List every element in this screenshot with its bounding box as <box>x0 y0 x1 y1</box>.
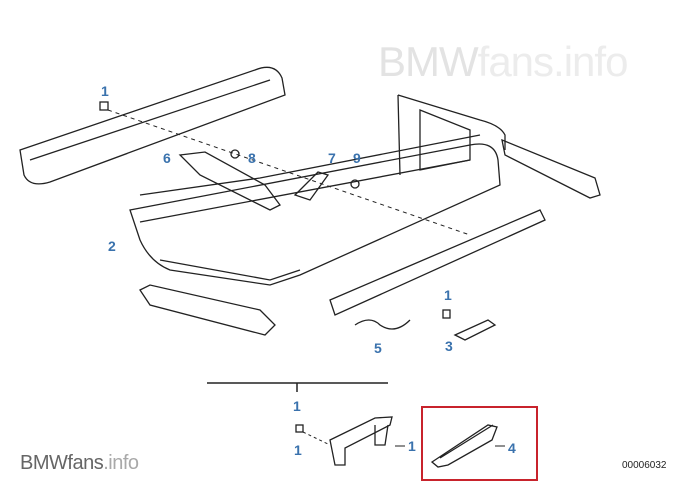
callout-5[interactable]: 5 <box>374 340 382 356</box>
part-clip-1[interactable] <box>99 101 109 111</box>
part-bracket-6[interactable] <box>178 151 281 211</box>
callout-8[interactable]: 8 <box>248 150 256 166</box>
part-bumper-carrier[interactable] <box>397 94 506 176</box>
callout-7[interactable]: 7 <box>328 150 336 166</box>
clip-dashed-line <box>302 431 331 446</box>
part-side-trim-right[interactable] <box>501 138 601 199</box>
part-trim-4[interactable] <box>430 424 498 468</box>
part-bumper-trim[interactable] <box>19 66 286 185</box>
part-clip-1b[interactable] <box>442 309 451 319</box>
callout-3[interactable]: 3 <box>445 338 453 354</box>
part-clip-1c[interactable] <box>295 424 304 433</box>
watermark-brand: BMW <box>378 38 479 85</box>
part-bracket-3[interactable] <box>453 319 497 341</box>
watermark-top: BMWfans.info <box>378 38 628 86</box>
part-wiring-5[interactable] <box>354 319 411 330</box>
part-bracket-lower[interactable] <box>329 416 393 466</box>
watermark-tld: .info <box>553 38 628 85</box>
separator-line <box>207 382 388 392</box>
part-screw-8[interactable] <box>230 149 240 159</box>
callout-4[interactable]: 4 <box>508 440 516 456</box>
highlighted-part-box <box>421 406 538 481</box>
callout-1[interactable]: 1 <box>444 287 452 303</box>
callout-9[interactable]: 9 <box>353 150 361 166</box>
callout-6[interactable]: 6 <box>163 150 171 166</box>
callout-1[interactable]: 1 <box>101 83 109 99</box>
watermark-brand: BMW <box>20 452 68 474</box>
part-bracket-7[interactable] <box>293 171 330 201</box>
callout-1[interactable]: 1 <box>293 398 301 414</box>
bumper-cover-top-edge <box>139 134 481 196</box>
callout-2[interactable]: 2 <box>108 238 116 254</box>
callout-1[interactable]: 1 <box>294 442 302 458</box>
part-lower-strip[interactable] <box>329 209 546 316</box>
diagram-number: 00006032 <box>622 460 667 471</box>
watermark-bottom: BMWfans.info <box>20 452 139 475</box>
watermark-suffix: fans <box>67 452 104 474</box>
part-lower-strip-left[interactable] <box>139 284 276 336</box>
callout-1[interactable]: 1 <box>408 438 416 454</box>
watermark-suffix: fans <box>477 38 554 85</box>
watermark-tld: .info <box>103 452 139 474</box>
part-nut-9[interactable] <box>350 179 360 189</box>
part-bumper-cover[interactable] <box>129 143 501 286</box>
